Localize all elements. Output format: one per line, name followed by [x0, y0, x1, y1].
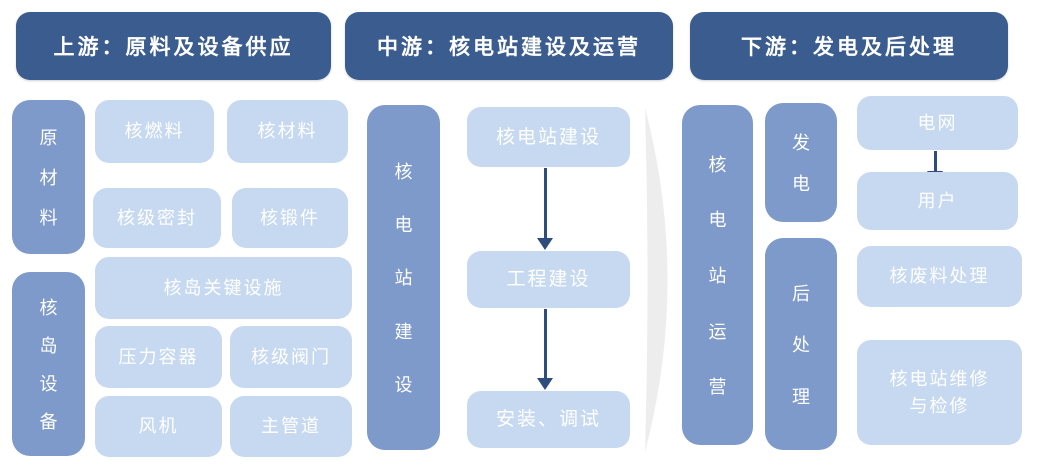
box-nuclear-valves: 核级阀门 — [230, 326, 352, 388]
box-nuclear-grade-seal: 核级密封 — [93, 188, 221, 248]
bar-plant-operation-label: 核电站运营 — [708, 154, 727, 399]
flow-step-plant-construction: 核电站建设 — [467, 107, 630, 167]
bar-post-processing: 后处理 — [765, 238, 837, 450]
flow-step-engineering: 工程建设 — [467, 251, 630, 308]
header-upstream: 上游：原料及设备供应 — [16, 12, 331, 80]
box-nuclear-waste-processing: 核废料处理 — [857, 246, 1022, 307]
box-nuclear-fuel: 核燃料 — [95, 100, 214, 163]
box-plant-maintenance: 核电站维修 与检修 — [857, 340, 1022, 445]
bar-plant-operation: 核电站运营 — [682, 105, 753, 445]
box-main-pipeline: 主管道 — [230, 396, 352, 457]
bar-plant-construction: 核电站建设 — [367, 105, 440, 450]
box-plant-maintenance-line1: 核电站维修 — [889, 368, 990, 390]
bar-raw-materials-label: 原材料 — [39, 128, 58, 229]
header-downstream: 下游：发电及后处理 — [690, 12, 1008, 80]
bar-nuclear-island-equipment: 核岛设备 — [12, 272, 85, 456]
down-arrow-icon — [536, 309, 554, 390]
down-arrow-icon — [536, 168, 554, 250]
box-power-grid: 电网 — [857, 96, 1018, 150]
box-plant-maintenance-line2: 与检修 — [909, 395, 970, 417]
bar-power-generation: 发电 — [765, 103, 837, 222]
bar-nuclear-island-equipment-label: 核岛设备 — [39, 298, 58, 433]
box-pressure-vessel: 压力容器 — [95, 326, 222, 388]
bar-plant-construction-label: 核电站建设 — [394, 162, 413, 396]
header-midstream: 中游：核电站建设及运营 — [345, 12, 673, 80]
bar-raw-materials: 原材料 — [12, 100, 85, 254]
bar-post-processing-label: 后处理 — [792, 283, 810, 408]
flow-step-install-debug: 安装、调试 — [467, 391, 630, 448]
bar-power-generation-label: 发电 — [792, 132, 810, 196]
box-fan: 风机 — [95, 396, 222, 457]
box-key-island-facilities: 核岛关键设施 — [95, 257, 352, 319]
section-divider-chevron-icon — [645, 108, 668, 452]
box-nuclear-forging: 核锻件 — [232, 188, 348, 248]
box-nuclear-material: 核材料 — [227, 100, 348, 163]
box-users: 用户 — [857, 172, 1018, 230]
